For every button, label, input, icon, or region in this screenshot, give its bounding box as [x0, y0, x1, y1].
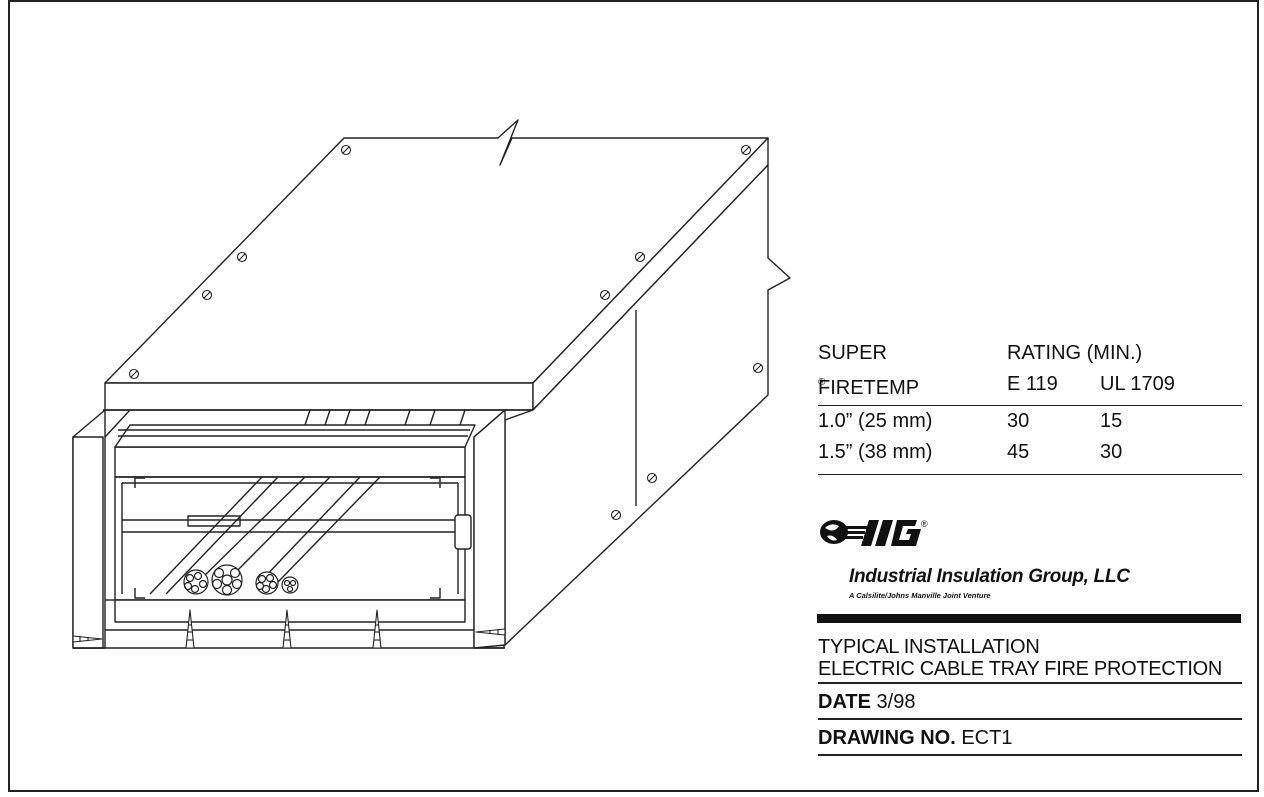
top-panel: [104, 119, 769, 411]
date-value: 3/98: [876, 691, 916, 713]
header-e119: E 119: [1007, 373, 1058, 395]
header-ul1709: UL 1709: [1100, 373, 1175, 395]
title-block: TYPICAL INSTALLATION ELECTRIC CABLE TRAY…: [818, 636, 1242, 756]
drawing-number-label: DRAWING NO.: [818, 727, 956, 749]
cables: [183, 564, 299, 596]
drawing-number-field: DRAWING NO. ECT1: [818, 720, 1242, 754]
company-logo: ® Industrial Insulation Group, LLC A Cal…: [817, 518, 1241, 623]
row-e119: 45: [1007, 441, 1030, 463]
header-rating: RATING (MIN.): [1007, 342, 1143, 364]
title-rule: [818, 682, 1242, 684]
rating-table: SUPER RATING (MIN.) FIRETEMP® E 119 UL 1…: [818, 338, 1242, 475]
drawing-title-line-1: TYPICAL INSTALLATION: [818, 636, 1040, 658]
logo-registered-mark: ®: [921, 519, 928, 529]
rating-header-row-1: SUPER RATING (MIN.): [818, 338, 1242, 369]
company-tagline: A Calsilite/Johns Manville Joint Venture: [849, 591, 991, 600]
header-super: SUPER: [818, 342, 887, 364]
table-header-rule: [818, 405, 1242, 406]
row-e119: 30: [1007, 410, 1030, 432]
row-thickness: 1.0” (25 mm): [818, 410, 933, 432]
sheet-bottom-border: [8, 790, 1259, 792]
iig-logo-mark-icon: ®: [820, 519, 928, 546]
anchor-pins: [72, 609, 506, 649]
row-ul1709: 30: [1100, 441, 1123, 463]
logo-divider-bar: [817, 614, 1241, 623]
table-row: 1.0” (25 mm) 30 15: [818, 406, 1242, 437]
drawing-number-rule: [818, 754, 1242, 756]
drawing-number-value: ECT1: [961, 727, 1013, 749]
registered-mark: ®: [818, 377, 826, 388]
row-thickness: 1.5” (38 mm): [818, 441, 933, 463]
screws: [128, 144, 764, 521]
date-label: DATE: [818, 691, 871, 713]
drawing-sheet: [8, 0, 1259, 790]
row-ul1709: 15: [1100, 410, 1123, 432]
company-name: Industrial Insulation Group, LLC: [849, 566, 1130, 587]
header-firetemp-text: FIRETEMP: [818, 377, 920, 399]
front-frame: [72, 409, 533, 649]
table-bottom-rule: [818, 474, 1242, 475]
rating-header-row-2: FIRETEMP® E 119 UL 1709: [818, 369, 1242, 400]
drawing-title-line-2: ELECTRIC CABLE TRAY FIRE PROTECTION: [818, 658, 1223, 680]
table-row: 1.5” (38 mm) 45 30: [818, 437, 1242, 468]
date-field: DATE 3/98: [818, 684, 1242, 718]
date-rule: [818, 718, 1242, 720]
